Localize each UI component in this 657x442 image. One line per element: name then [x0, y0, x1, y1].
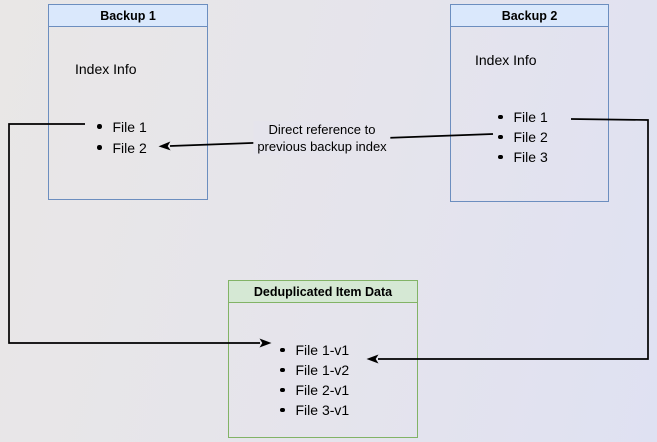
bullet-icon [97, 145, 102, 150]
file-list-item: File 3-v1 [280, 400, 349, 420]
node-dedup: Deduplicated Item Data [228, 280, 418, 438]
edge-label-line1: Direct reference to [268, 122, 376, 137]
bullet-icon [280, 407, 285, 413]
file-list-item: File 1-v1 [280, 340, 349, 360]
file-list-item: File 2-v1 [280, 380, 349, 400]
file-label: File 1 [513, 109, 548, 125]
node-backup1-header: Backup 1 [49, 5, 207, 27]
edge-label-line2: previous backup index [257, 139, 387, 154]
backup1-index-info-label: Index Info [75, 61, 137, 77]
node-backup1-title: Backup 1 [100, 8, 156, 23]
bullet-icon [280, 387, 285, 393]
file-list-item: File 2 [498, 127, 548, 147]
file-label: File 2 [513, 129, 548, 145]
bullet-icon [498, 134, 503, 140]
file-label: File 3 [513, 149, 548, 165]
bullet-icon [97, 124, 102, 129]
backup2-file-list: File 1 File 2 File 3 [498, 107, 548, 167]
edge-label-direct-reference: Direct reference to previous backup inde… [253, 121, 391, 155]
backup1-file-list: File 1 File 2 [97, 116, 147, 158]
node-dedup-title: Deduplicated Item Data [253, 284, 393, 299]
file-list-item: File 3 [498, 147, 548, 167]
file-label: File 1-v1 [295, 342, 350, 358]
bullet-icon [280, 367, 285, 373]
node-backup2-title: Backup 2 [501, 8, 558, 23]
bullet-icon [280, 347, 285, 353]
backup2-index-info-label: Index Info [475, 52, 537, 68]
bullet-icon [498, 154, 503, 160]
file-list-item: File 2 [97, 137, 147, 158]
bullet-icon [498, 114, 503, 120]
file-list-item: File 1 [498, 107, 548, 127]
file-label: File 3-v1 [295, 402, 350, 418]
node-backup2: Backup 2 [450, 4, 609, 202]
file-label: File 2-v1 [295, 382, 350, 398]
file-list-item: File 1-v2 [280, 360, 349, 380]
file-label: File 2 [112, 139, 147, 156]
node-backup1: Backup 1 [48, 4, 208, 200]
node-dedup-header: Deduplicated Item Data [229, 281, 417, 303]
node-backup2-header: Backup 2 [451, 5, 608, 27]
file-label: File 1-v2 [295, 362, 350, 378]
file-list-item: File 1 [97, 116, 147, 137]
dedup-file-list: File 1-v1 File 1-v2 File 2-v1 File 3-v1 [280, 340, 349, 420]
file-label: File 1 [112, 118, 147, 135]
